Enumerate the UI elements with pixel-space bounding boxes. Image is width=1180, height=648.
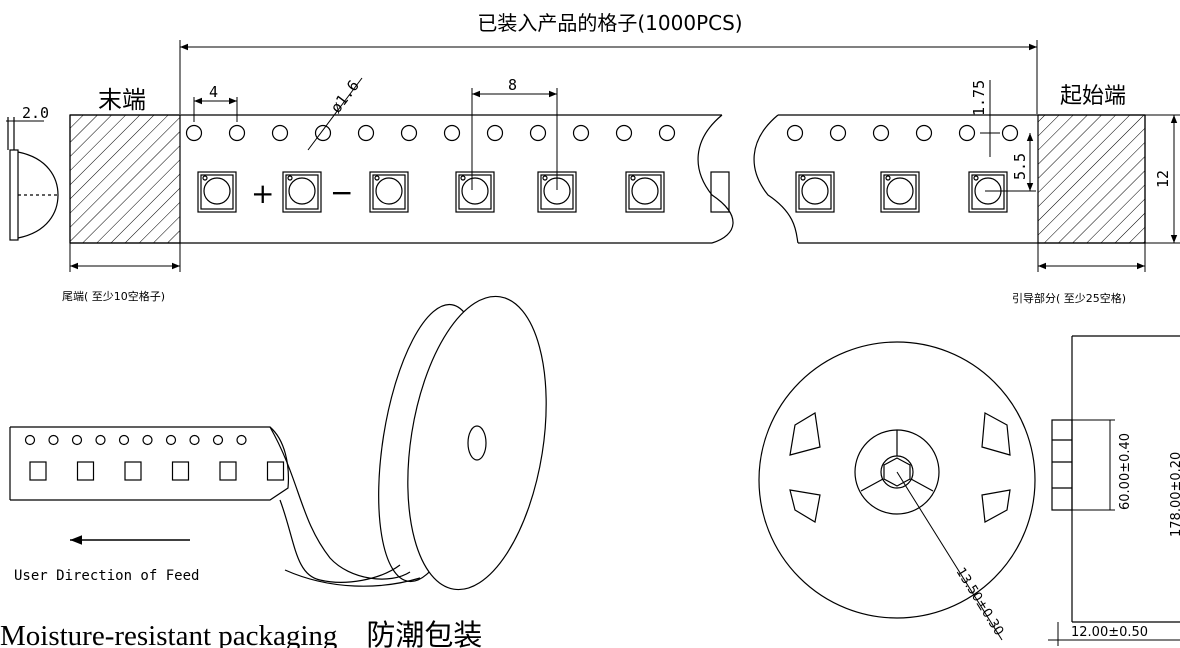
component-lens bbox=[801, 177, 829, 205]
pocket-inner bbox=[458, 174, 492, 210]
pin1-mark bbox=[542, 175, 548, 181]
pocket bbox=[625, 171, 665, 213]
sketch-hole bbox=[212, 434, 224, 446]
sprocket-hole bbox=[1001, 124, 1019, 142]
hole-diameter-leader bbox=[307, 77, 363, 151]
pocket-partial bbox=[710, 171, 730, 213]
sprocket-hole bbox=[400, 124, 418, 142]
leader-hatched-zone bbox=[1037, 114, 1146, 244]
pin1-mark bbox=[460, 175, 466, 181]
pocket-inner bbox=[372, 174, 406, 210]
sprocket-hole bbox=[271, 124, 289, 142]
sprocket-hole bbox=[185, 124, 203, 142]
component-pockets bbox=[197, 171, 1008, 213]
hub-radius-leader bbox=[896, 471, 1003, 641]
pin1-mark bbox=[287, 175, 293, 181]
cover-tape-profile bbox=[7, 117, 59, 241]
sketch-hole bbox=[95, 434, 106, 446]
sprocket-hole bbox=[915, 124, 933, 142]
sketch-hole bbox=[236, 434, 247, 446]
component-lens bbox=[288, 177, 316, 205]
pocket-inner bbox=[971, 174, 1005, 210]
reel-diameter-label: 178.00±0.20 bbox=[1169, 452, 1180, 537]
cover-thickness-label: 2.0 bbox=[22, 104, 49, 122]
reel-front-view bbox=[758, 341, 1036, 619]
hole-pitch-label: 4 bbox=[209, 83, 218, 101]
reel-perspective-sketch bbox=[9, 295, 547, 591]
component-lens bbox=[886, 177, 914, 205]
pocket bbox=[968, 171, 1008, 213]
footer-text: Moisture-resistant packaging 防潮包装 bbox=[0, 619, 482, 648]
feed-direction-label: User Direction of Feed bbox=[14, 568, 199, 584]
sprocket-holes bbox=[185, 124, 1019, 142]
polarity-minus: − bbox=[330, 176, 353, 209]
tape-title: 已装入产品的格子(1000PCS) bbox=[477, 11, 742, 35]
pin1-mark bbox=[885, 175, 891, 181]
sprocket-hole bbox=[786, 124, 804, 142]
sketch-pocket bbox=[171, 461, 190, 481]
component-lens bbox=[203, 177, 231, 205]
reel-width-label: 12.00±0.50 bbox=[1071, 625, 1148, 640]
pocket bbox=[455, 171, 495, 213]
sketch-pocket bbox=[219, 461, 237, 481]
pocket bbox=[197, 171, 237, 213]
pin1-mark bbox=[630, 175, 636, 181]
sprocket-hole bbox=[615, 124, 633, 142]
pocket-inner bbox=[200, 174, 234, 210]
hole-center-label: 5.5 bbox=[1011, 153, 1029, 180]
sketch-pocket bbox=[124, 461, 142, 481]
start-label: 起始端 bbox=[1060, 84, 1126, 109]
trailer-note: 尾端( 至少10空格子) bbox=[62, 289, 165, 303]
sketch-pocket bbox=[29, 461, 47, 481]
sketch-pocket bbox=[266, 461, 285, 481]
hole-diameter-label: ø1.6 bbox=[327, 77, 363, 117]
pocket bbox=[880, 171, 920, 213]
pocket bbox=[795, 171, 835, 213]
tape-width-label: 12 bbox=[1154, 170, 1172, 188]
sprocket-hole bbox=[572, 124, 590, 142]
pocket-inner bbox=[628, 174, 662, 210]
trailer-hatched-zone bbox=[69, 114, 181, 244]
sprocket-hole bbox=[443, 124, 461, 142]
sprocket-hole bbox=[958, 124, 976, 142]
sketch-pockets bbox=[29, 461, 285, 481]
pin1-mark bbox=[800, 175, 806, 181]
sprocket-hole bbox=[486, 124, 504, 142]
sprocket-hole bbox=[658, 124, 676, 142]
sketch-hole bbox=[118, 434, 130, 446]
pocket-inner bbox=[798, 174, 832, 210]
component-lens bbox=[375, 177, 403, 205]
polarity-plus: + bbox=[251, 177, 274, 210]
reel-side-view bbox=[1051, 335, 1180, 623]
leader-note: 引导部分( 至少25空格) bbox=[1012, 291, 1126, 305]
sketch-sprocket-holes bbox=[24, 434, 247, 446]
sprocket-hole bbox=[872, 124, 890, 142]
sprocket-hole bbox=[829, 124, 847, 142]
component-lens bbox=[461, 177, 489, 205]
end-label: 末端 bbox=[98, 86, 146, 114]
pocket-inner bbox=[883, 174, 917, 210]
pin1-mark bbox=[973, 175, 979, 181]
component-lens bbox=[631, 177, 659, 205]
sketch-hole bbox=[71, 434, 83, 446]
sketch-pocket bbox=[76, 461, 95, 481]
pin1-mark bbox=[374, 175, 380, 181]
sketch-hole bbox=[142, 434, 153, 446]
pocket bbox=[282, 171, 322, 213]
sprocket-hole bbox=[529, 124, 547, 142]
hub-diameter-label: 60.00±0.40 bbox=[1118, 433, 1133, 510]
sprocket-hole bbox=[357, 124, 375, 142]
sprocket-hole bbox=[228, 124, 246, 142]
sketch-hole bbox=[24, 434, 36, 446]
pocket-inner bbox=[285, 174, 319, 210]
pin1-mark bbox=[202, 175, 208, 181]
pocket bbox=[369, 171, 409, 213]
sprocket-hole bbox=[314, 124, 332, 142]
hole-edge-label: 1.75 bbox=[970, 80, 988, 116]
sketch-hole bbox=[165, 434, 177, 446]
sketch-hole bbox=[48, 434, 59, 446]
pocket-pitch-label: 8 bbox=[508, 76, 517, 94]
sketch-hole bbox=[189, 434, 200, 446]
